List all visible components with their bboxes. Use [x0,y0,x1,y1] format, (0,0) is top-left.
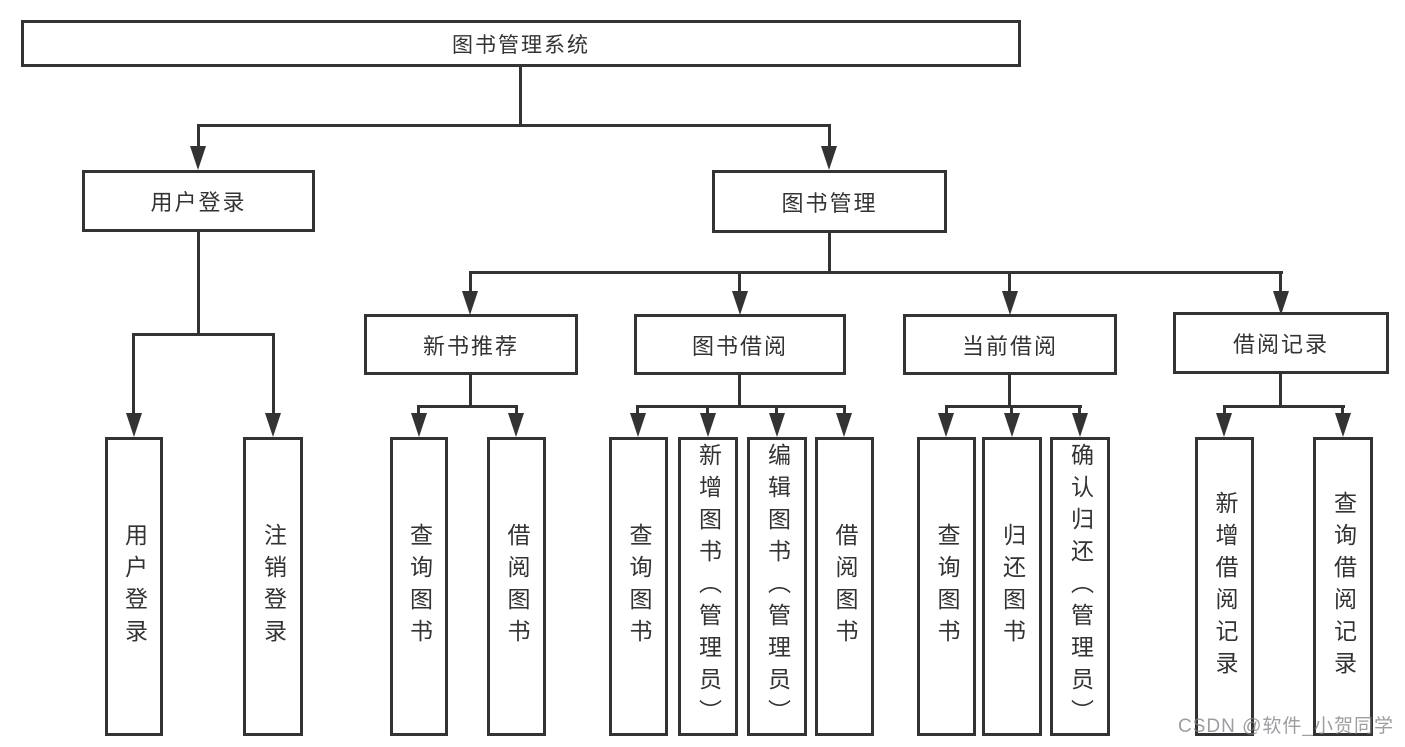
connector-drop-br-query [1341,405,1344,417]
node-leaf-bb-edit-books-admin-label: 编辑图书（管理员） [764,442,791,731]
connector-userlogin-vline [197,232,200,335]
connector-drop-br-add [1223,405,1226,417]
connector-currentborrow-hline [945,405,1082,408]
node-book-management: 图书管理 [712,170,947,233]
node-leaf-cb-query-books-label: 查询图书 [934,522,960,651]
arrowhead-down-icon [732,291,748,315]
node-leaf-bb-query-books: 查询图书 [609,437,668,736]
node-root: 图书管理系统 [21,20,1021,67]
node-borrowing-records-label: 借阅记录 [1232,332,1329,357]
node-leaf-user-login: 用户登录 [105,437,163,736]
connector-drop-nb-query [417,405,420,417]
connector-drop-book-borrowing [738,271,741,295]
node-book-management-label: 图书管理 [781,190,878,216]
arrowhead-down-icon [630,413,646,437]
arrowhead-down-icon [1072,413,1088,437]
connector-root-hline [197,124,831,127]
connector-records-hline [1223,405,1345,408]
node-root-label: 图书管理系统 [452,33,590,57]
connector-bookmgmt-vline [828,233,831,273]
node-borrowing-records: 借阅记录 [1173,312,1389,374]
watermark: CSDN @软件_小贺同学 [1178,716,1394,737]
node-book-borrowing-label: 图书借阅 [691,333,788,359]
arrowhead-down-icon [836,413,852,437]
arrowhead-down-icon [769,413,785,437]
arrowhead-down-icon [1004,413,1020,437]
connector-drop-bb-add [706,405,709,417]
arrowhead-down-icon [1273,291,1289,315]
node-leaf-nb-borrow-books: 借阅图书 [487,437,546,736]
node-leaf-bb-add-books-admin: 新增图书（管理员） [678,437,738,736]
node-leaf-br-query-record: 查询借阅记录 [1313,437,1373,736]
node-leaf-br-add-record: 新增借阅记录 [1195,437,1254,736]
connector-drop-nb-borrow [515,405,518,417]
arrowhead-down-icon [462,291,478,315]
connector-currentborrow-vline [1008,375,1011,408]
connector-drop-new-book [469,271,472,295]
connector-newbook-hline [417,405,518,408]
connector-bookmgmt-hline [469,271,1283,274]
arrowhead-down-icon [821,146,837,170]
connector-drop-bb-edit [775,405,778,417]
node-new-book-recommendation-label: 新书推荐 [422,333,519,359]
node-leaf-bb-borrow-books: 借阅图书 [815,437,874,736]
node-leaf-logout-label: 注销登录 [260,522,287,651]
node-leaf-user-login-label: 用户登录 [121,522,148,651]
arrowhead-down-icon [1002,291,1018,315]
arrowhead-down-icon [1216,413,1232,437]
connector-drop-cb-confirm [1078,405,1081,417]
arrowhead-down-icon [190,146,206,170]
connector-drop-leaf-logout [272,333,275,415]
node-leaf-br-query-record-label: 查询借阅记录 [1330,490,1357,683]
node-user-login: 用户登录 [82,170,315,232]
node-current-borrowing-label: 当前借阅 [961,333,1058,359]
arrowhead-down-icon [938,413,954,437]
connector-drop-leaf-user-login [132,333,135,415]
arrowhead-down-icon [126,413,142,437]
connector-drop-current-borrowing [1008,271,1011,295]
node-user-login-label: 用户登录 [150,190,247,215]
node-leaf-bb-edit-books-admin: 编辑图书（管理员） [747,437,807,736]
connector-drop-user-login [197,124,200,164]
node-book-borrowing: 图书借阅 [634,314,846,375]
connector-userlogin-hline [132,333,275,336]
node-new-book-recommendation: 新书推荐 [364,314,578,375]
connector-records-vline [1279,374,1282,408]
node-leaf-cb-return-books: 归还图书 [982,437,1042,736]
node-leaf-nb-borrow-books-label: 借阅图书 [504,522,530,651]
arrowhead-down-icon [265,413,281,437]
arrowhead-down-icon [411,413,427,437]
connector-drop-book-management [828,124,831,164]
connector-bookborrow-hline [636,405,846,408]
node-leaf-br-add-record-label: 新增借阅记录 [1212,490,1238,683]
arrowhead-down-icon [508,413,524,437]
node-leaf-cb-confirm-return-admin-label: 确认归还（管理员） [1067,442,1094,731]
connector-newbook-vline [469,375,472,408]
connector-root-vline [519,67,522,126]
node-leaf-logout: 注销登录 [243,437,303,736]
node-leaf-bb-borrow-books-label: 借阅图书 [832,522,858,651]
node-leaf-cb-return-books-label: 归还图书 [999,522,1026,651]
connector-drop-cb-return [1010,405,1013,417]
arrowhead-down-icon [700,413,716,437]
connector-drop-bb-borrow [843,405,846,417]
node-leaf-bb-add-books-admin-label: 新增图书（管理员） [695,442,722,731]
node-leaf-bb-query-books-label: 查询图书 [626,522,652,651]
node-leaf-nb-query-books-label: 查询图书 [406,522,433,651]
connector-drop-bb-query [636,405,639,417]
connector-drop-borrowing-records [1279,271,1282,295]
node-leaf-cb-query-books: 查询图书 [917,437,976,736]
connector-bookborrow-vline [738,375,741,408]
arrowhead-down-icon [1335,413,1351,437]
node-leaf-nb-query-books: 查询图书 [390,437,448,736]
node-current-borrowing: 当前借阅 [903,314,1117,375]
connector-drop-cb-query [945,405,948,417]
node-leaf-cb-confirm-return-admin: 确认归还（管理员） [1050,437,1110,736]
